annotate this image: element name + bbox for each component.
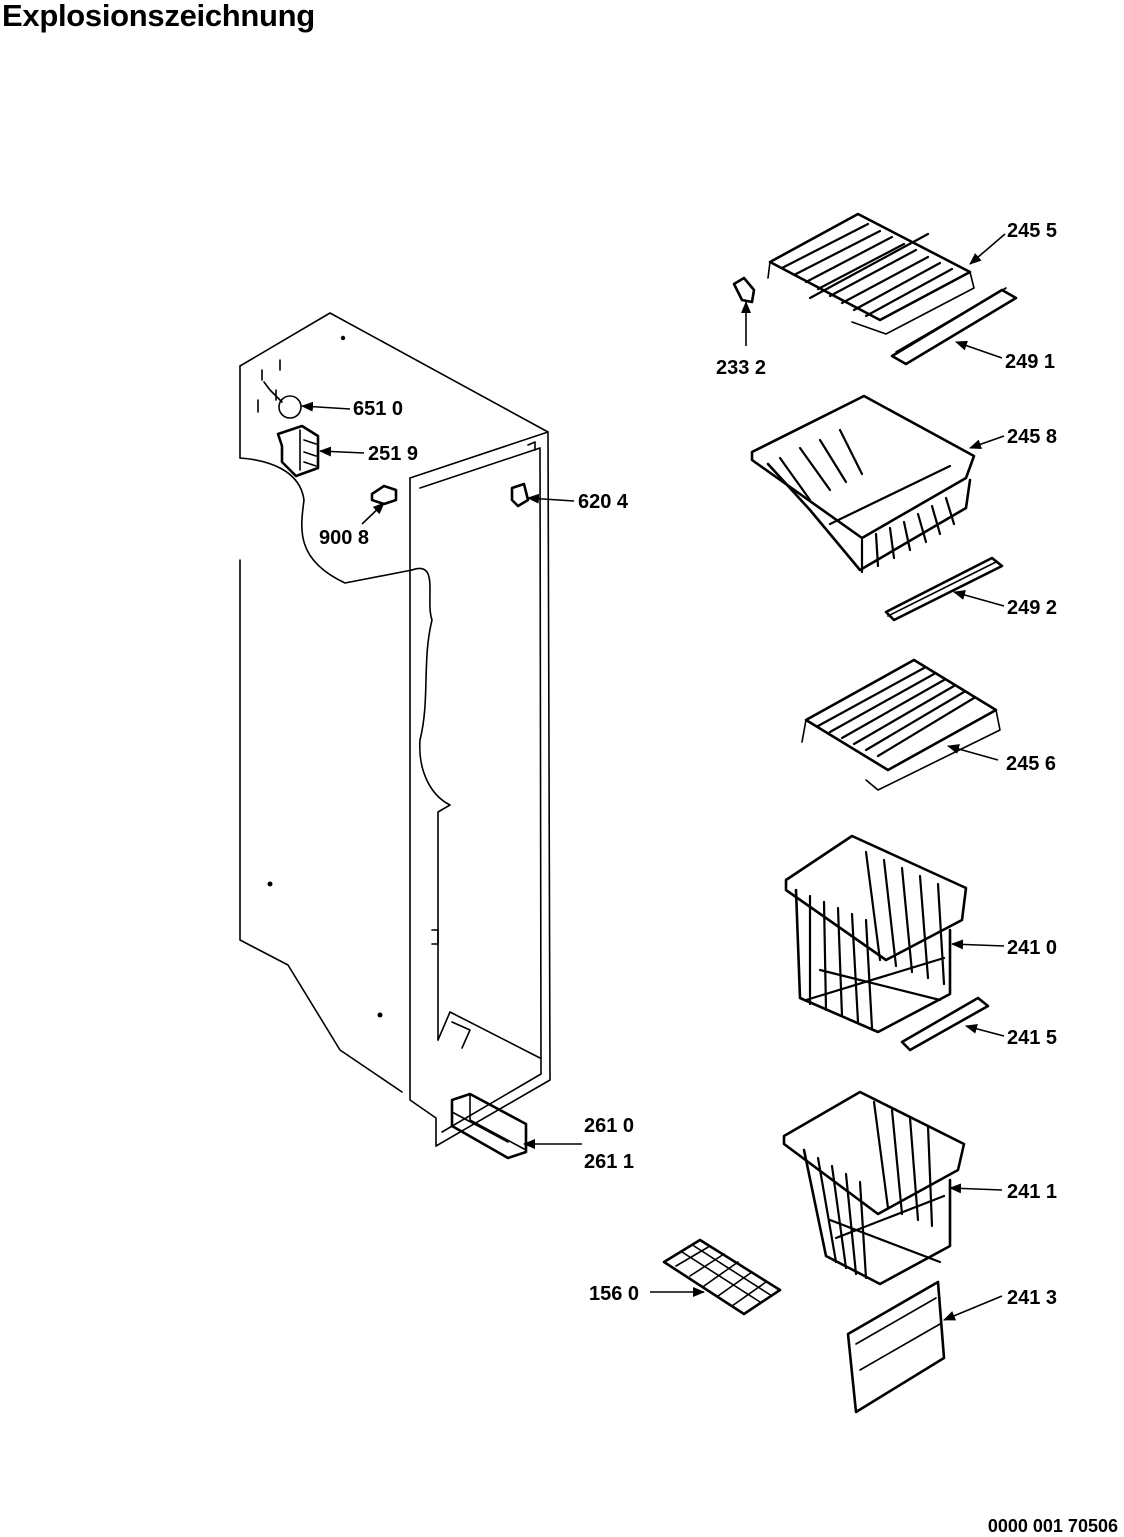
- callout-249-2: 249 2: [1007, 597, 1057, 619]
- callout-245-6: 245 6: [1006, 753, 1056, 775]
- callout-620-4: 620 4: [578, 491, 629, 513]
- wire-shelf-part-245-6: [801, 658, 1001, 791]
- basket-part-241-1: [782, 1090, 966, 1286]
- bracket-part-233-2: [732, 276, 756, 304]
- clip-part-900-8: [370, 484, 398, 506]
- callout-233-2: 233 2: [716, 357, 766, 379]
- callout-245-8: 245 8: [1007, 426, 1057, 448]
- document-number: 0000 001 70506: [988, 1516, 1118, 1536]
- callout-241-3: 241 3: [1007, 1287, 1057, 1309]
- callout-261-0: 261 0: [584, 1115, 634, 1137]
- callout-241-0: 241 0: [1007, 937, 1057, 959]
- basket-part-241-0: [784, 834, 968, 1034]
- rail-part-261: [450, 1092, 528, 1160]
- lamp-cover-part-251-9: [276, 424, 320, 478]
- callout-labels: 245 5 233 2 249 1 651 0 251 9 245 8 620 …: [319, 220, 1118, 1536]
- callout-241-1: 241 1: [1007, 1181, 1057, 1203]
- leader-lines: [301, 233, 1006, 1321]
- switch-part-620-4: [510, 482, 530, 508]
- lamp-part-651-0: [263, 381, 302, 419]
- page-title: Explosionszeichnung: [2, 0, 315, 33]
- callout-156-0: 156 0: [589, 1283, 639, 1305]
- basket-trim-part-241-5: [900, 996, 990, 1052]
- wire-shelf-part-245-5: [767, 212, 975, 335]
- callout-241-5: 241 5: [1007, 1027, 1057, 1049]
- front-flap-part-241-3: [846, 1280, 946, 1414]
- callout-249-1: 249 1: [1005, 351, 1055, 373]
- basket-trim-part-249-2: [884, 556, 1004, 622]
- callout-261-1: 261 1: [584, 1151, 634, 1173]
- ice-tray-part-156-0: [662, 1238, 782, 1316]
- freezer-cabinet: [239, 312, 551, 1147]
- callout-245-5: 245 5: [1007, 220, 1057, 242]
- basket-part-245-8: [750, 394, 976, 574]
- shelf-trim-part-249-1: [890, 287, 1018, 366]
- callout-651-0: 651 0: [353, 398, 403, 420]
- callout-251-9: 251 9: [368, 443, 418, 465]
- callout-900-8: 900 8: [319, 527, 369, 549]
